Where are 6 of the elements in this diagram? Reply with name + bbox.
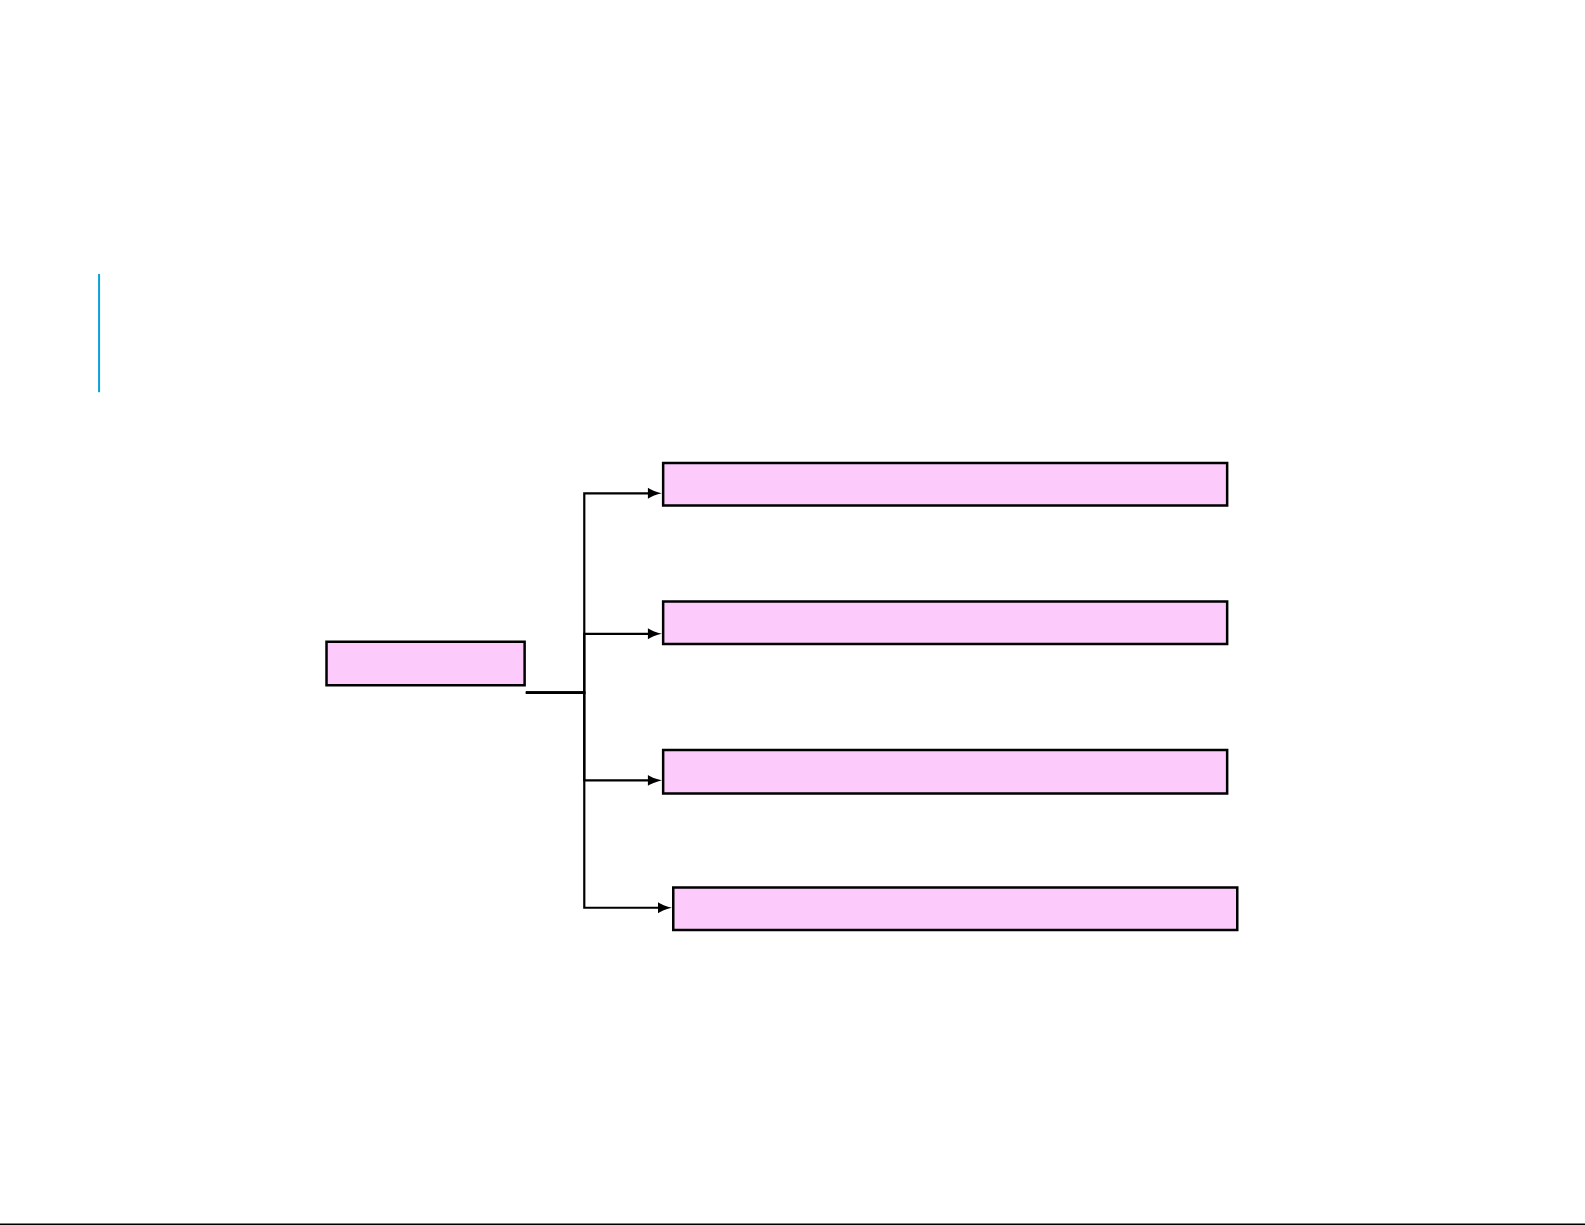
process-box: [661, 748, 1229, 795]
process-box: [661, 461, 1229, 507]
process-box: [325, 640, 526, 687]
arrow: [525, 691, 669, 913]
process-box: [661, 600, 1229, 646]
process-box: [672, 886, 1239, 932]
